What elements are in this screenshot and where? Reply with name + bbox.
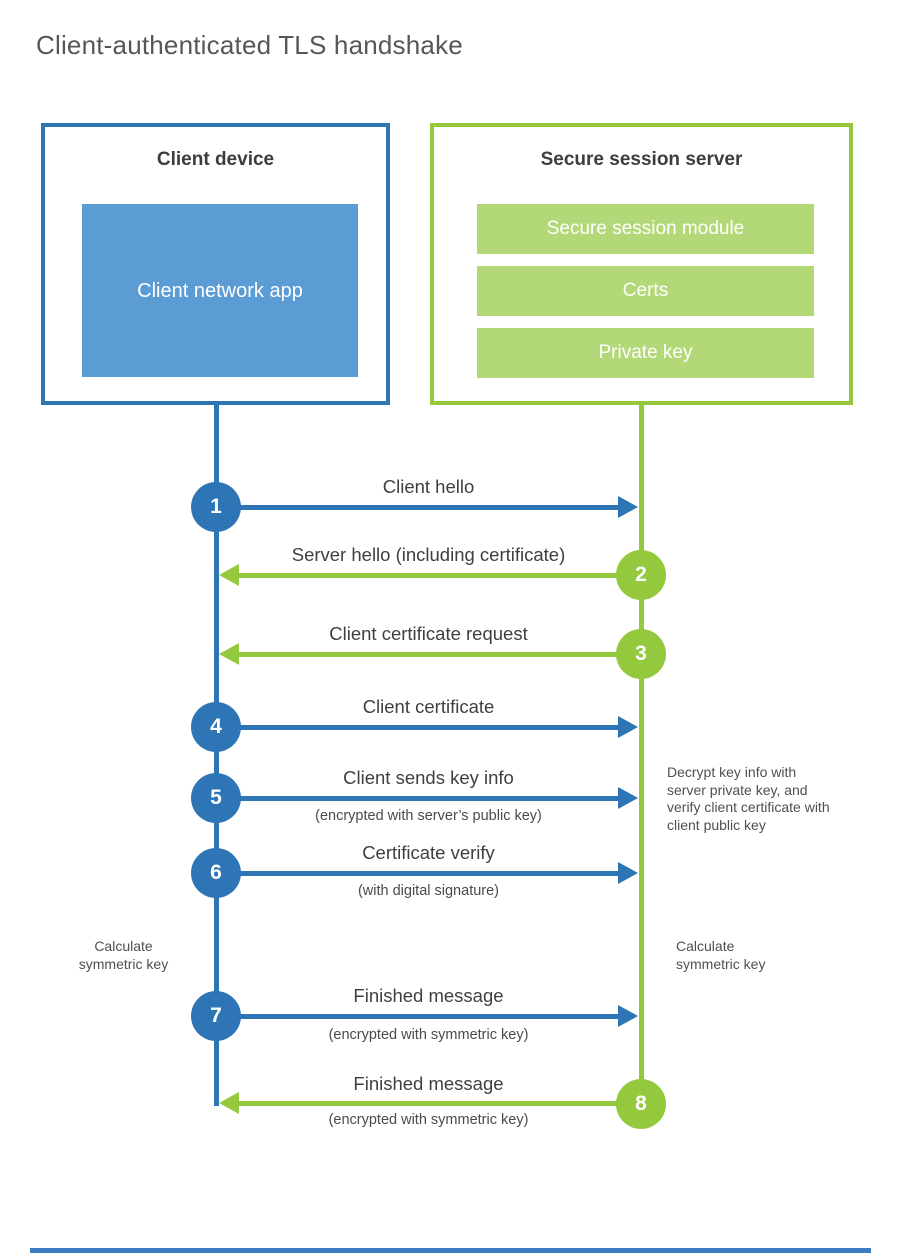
message-arrow xyxy=(239,573,641,578)
message-arrow xyxy=(216,725,618,730)
message-sublabel: (encrypted with server’s public key) xyxy=(315,808,542,824)
message-label: Client certificate xyxy=(362,696,495,717)
note-calculate-symmetric-key-left: Calculate symmetric key xyxy=(78,938,169,972)
arrowhead-right-icon xyxy=(618,716,638,738)
step-number-badge: 3 xyxy=(616,629,666,679)
arrowhead-right-icon xyxy=(618,1005,638,1027)
step-number-badge: 6 xyxy=(191,848,241,898)
message-label: Client certificate request xyxy=(329,623,528,644)
server-module-bar: Certs xyxy=(477,266,814,316)
message-label: Server hello (including certificate) xyxy=(291,544,566,565)
step-number-badge: 2 xyxy=(616,550,666,600)
arrowhead-left-icon xyxy=(219,643,239,665)
step-number-badge: 1 xyxy=(191,482,241,532)
message-arrow xyxy=(216,1014,618,1019)
arrowhead-right-icon xyxy=(618,787,638,809)
client-device-title: Client device xyxy=(156,149,275,170)
note-decrypt-key-info: Decrypt key info with server private key… xyxy=(667,764,830,833)
step-number-badge: 5 xyxy=(191,773,241,823)
message-arrow xyxy=(239,1101,641,1106)
arrowhead-left-icon xyxy=(219,564,239,586)
arrowhead-left-icon xyxy=(219,1092,239,1114)
message-label: Client hello xyxy=(382,476,475,497)
message-label: Certificate verify xyxy=(362,842,495,863)
message-sublabel: (with digital signature) xyxy=(357,883,500,899)
message-arrow xyxy=(216,796,618,801)
client-network-app-box: Client network app xyxy=(82,204,358,377)
arrowhead-right-icon xyxy=(618,862,638,884)
step-number-badge: 7 xyxy=(191,991,241,1041)
message-arrow xyxy=(216,505,618,510)
message-sublabel: (encrypted with symmetric key) xyxy=(328,1027,529,1043)
step-number-badge: 8 xyxy=(616,1079,666,1129)
page-title: Client-authenticated TLS handshake xyxy=(36,30,463,60)
message-label: Finished message xyxy=(353,985,504,1006)
message-arrow xyxy=(216,871,618,876)
step-number-badge: 4 xyxy=(191,702,241,752)
message-label: Client sends key info xyxy=(343,767,514,788)
server-module-bar: Secure session module xyxy=(477,204,814,254)
lifeline-server xyxy=(639,405,644,1117)
arrowhead-right-icon xyxy=(618,496,638,518)
server-box: Secure session server Secure session mod… xyxy=(430,123,853,405)
note-calculate-symmetric-key-right: Calculate symmetric key xyxy=(676,938,766,972)
lifeline-client xyxy=(214,405,219,1106)
message-label: Finished message xyxy=(353,1073,504,1094)
server-module-bar: Private key xyxy=(477,328,814,378)
footer-accent-bar xyxy=(30,1248,871,1253)
server-title: Secure session server xyxy=(540,149,743,170)
client-device-box: Client device Client network app xyxy=(41,123,390,405)
message-arrow xyxy=(239,652,641,657)
message-sublabel: (encrypted with symmetric key) xyxy=(328,1112,529,1128)
